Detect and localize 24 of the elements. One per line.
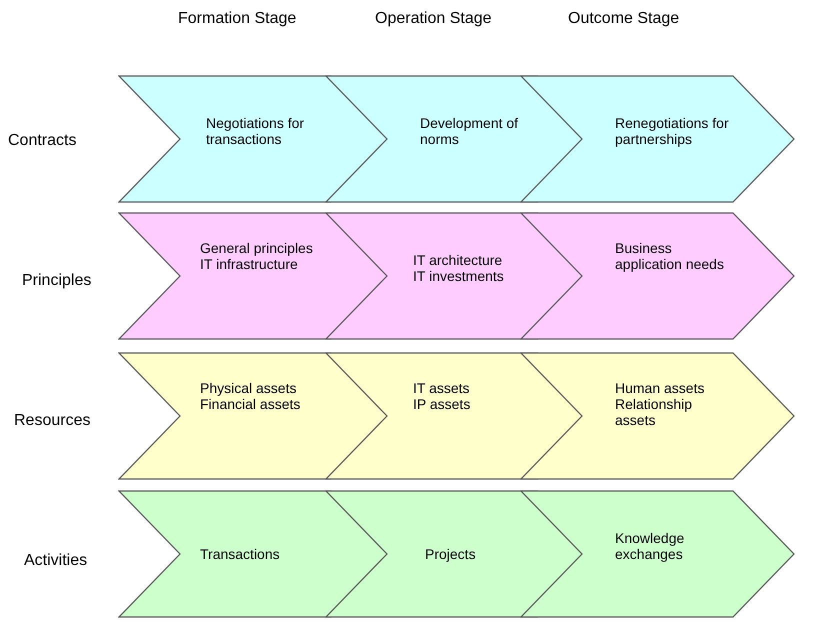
- stage-item-text: IT assets: [413, 380, 471, 396]
- stage-item-text: Business application needs: [615, 240, 725, 272]
- stage-item-text: Development of norms: [420, 115, 520, 147]
- stage-item-text: IP assets: [413, 396, 472, 412]
- row-header: Contracts: [8, 132, 76, 150]
- stage-item-text: Financial assets: [200, 396, 302, 412]
- row-header: Activities: [24, 552, 88, 570]
- stage-item-text: Physical assets: [200, 380, 298, 396]
- stage-item-text: IT infrastructure: [200, 256, 299, 272]
- stage-item-text: IT investments: [413, 268, 505, 284]
- stage-item-text: Relationship assets: [615, 396, 694, 428]
- stage-item-text: Projects: [425, 546, 477, 562]
- column-header: Outcome Stage: [568, 10, 680, 28]
- column-header: Operation Stage: [375, 10, 492, 28]
- row-header: Principles: [22, 272, 92, 290]
- stage-item-text: Transactions: [200, 546, 281, 562]
- column-header: Formation Stage: [178, 10, 296, 28]
- stage-item-text: IT architecture: [413, 252, 504, 268]
- stage-item-text: General principles: [200, 240, 314, 256]
- stage-item-text: Negotiations for transactions: [206, 115, 306, 147]
- stage-item-text: Knowledge exchanges: [615, 530, 686, 562]
- stage-item-text: Renegotiations for partnerships: [615, 115, 730, 147]
- row-header: Resources: [14, 412, 90, 430]
- stage-item-text: Human assets: [615, 380, 706, 396]
